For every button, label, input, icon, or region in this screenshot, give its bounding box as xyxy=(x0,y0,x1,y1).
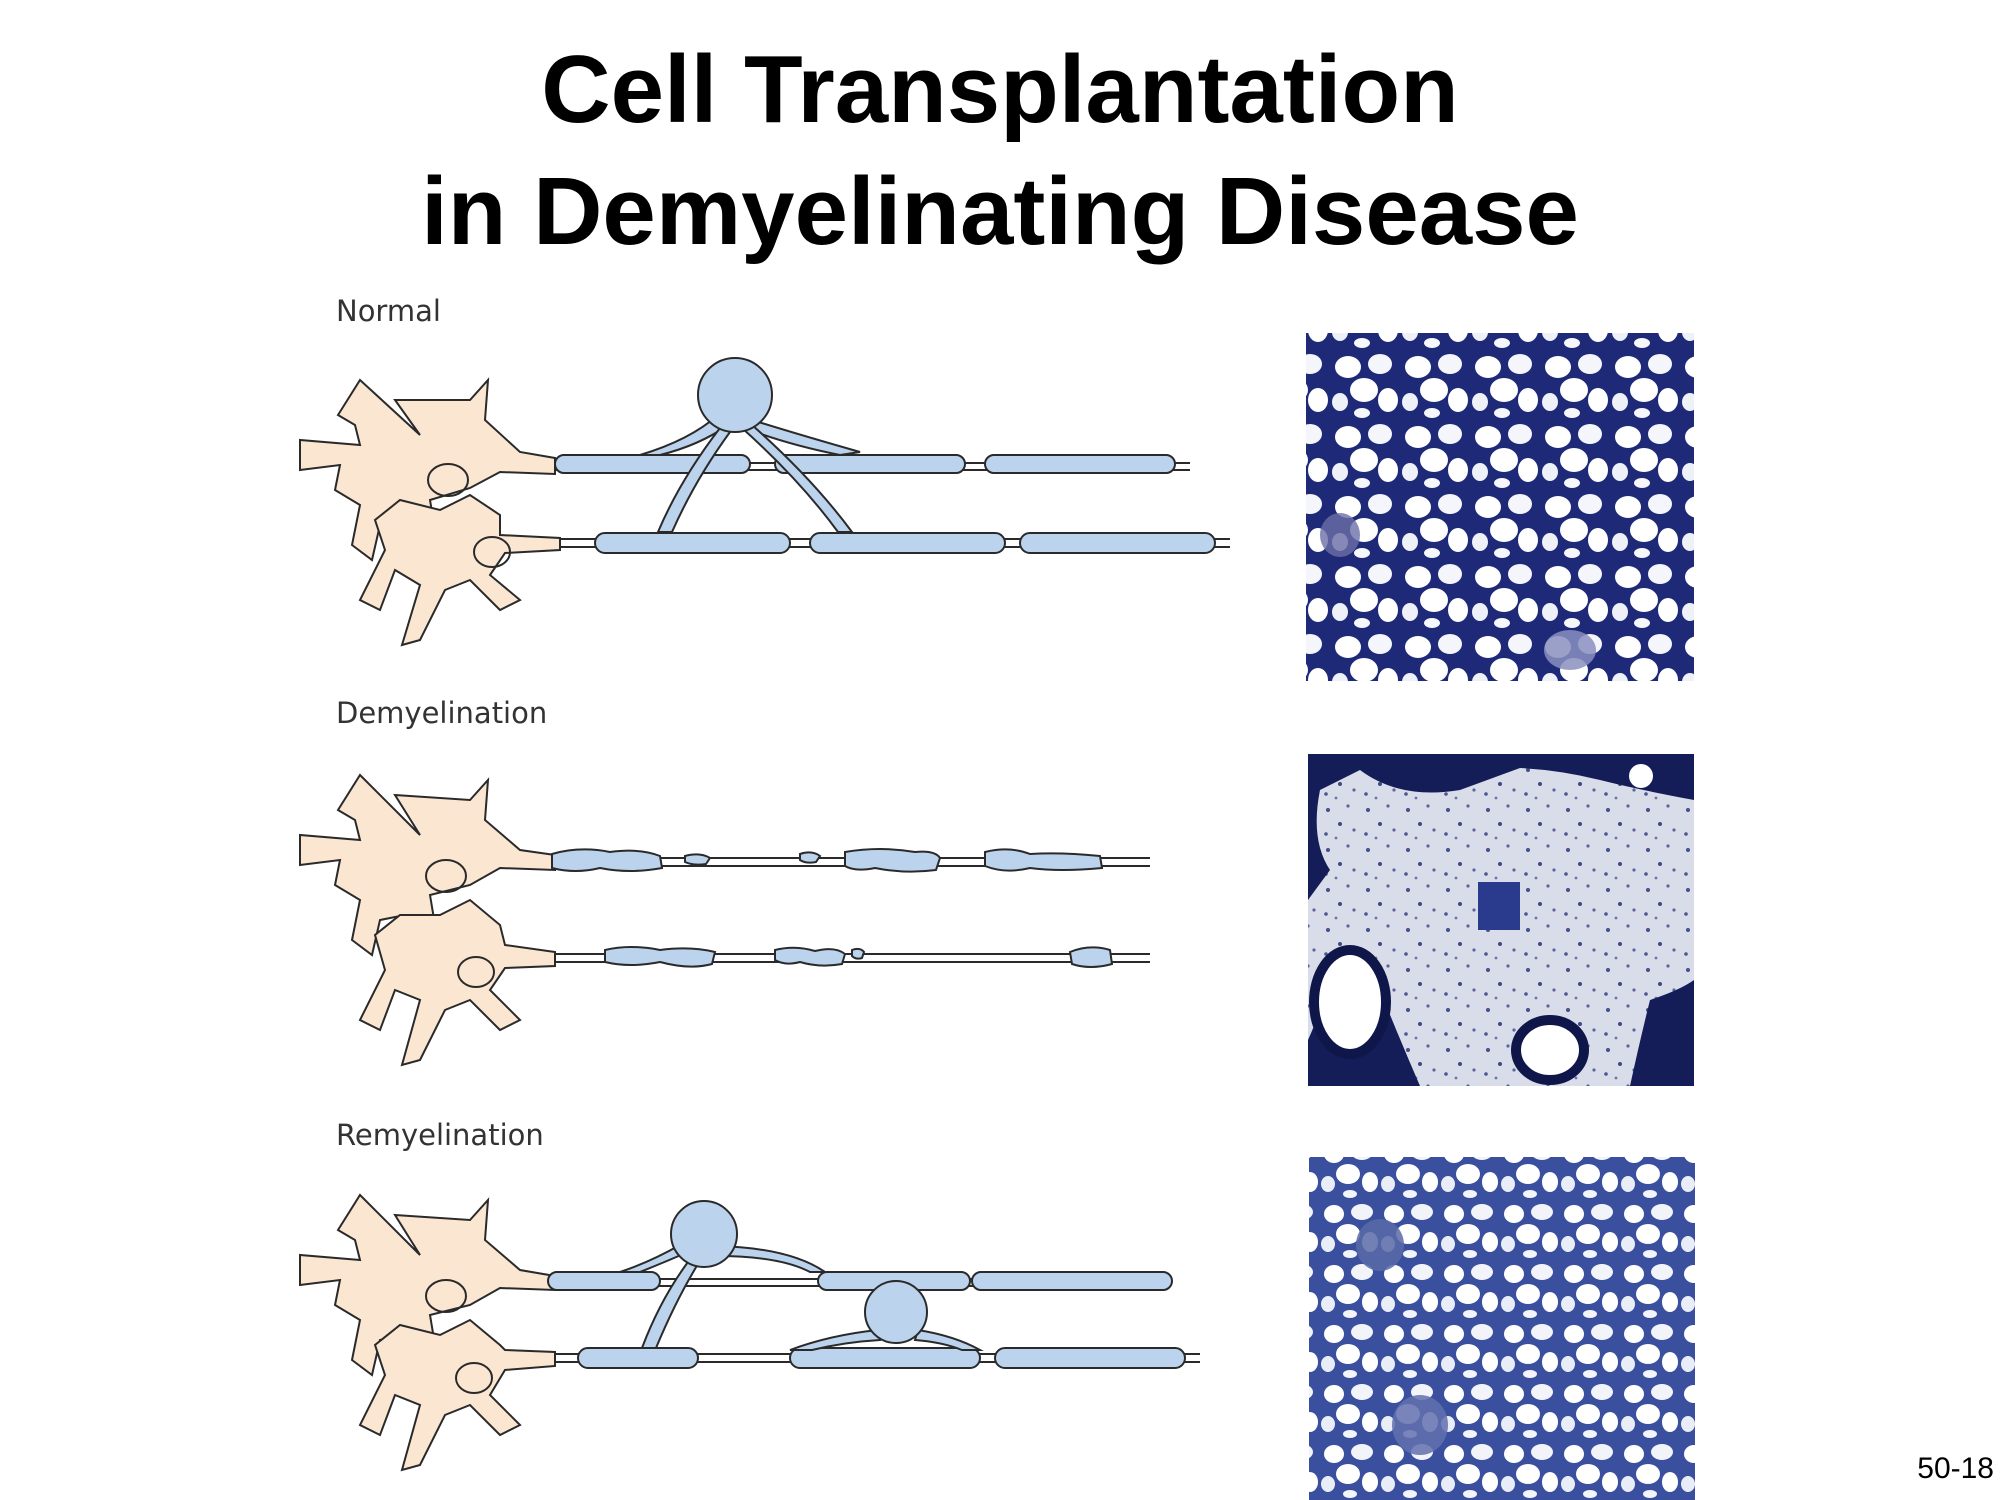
micrograph-remyelination xyxy=(1309,1157,1695,1500)
oligodendrocyte-cell-body xyxy=(697,357,773,433)
vacuole xyxy=(1629,764,1653,788)
myelin-fragment xyxy=(984,848,1104,872)
myelin-segment xyxy=(774,454,966,474)
neuron-body-lower xyxy=(358,1318,556,1472)
oligodendrocyte-cell-body xyxy=(670,1200,738,1268)
nucleus-upper xyxy=(425,1279,467,1313)
oligodendrocyte-process xyxy=(748,418,861,457)
myelin-fragment xyxy=(1068,946,1114,968)
myelin-segment xyxy=(789,1347,981,1369)
oligodendrocyte-cell-body xyxy=(864,1280,928,1344)
myelin-segment xyxy=(994,1347,1186,1369)
myelin-fragment xyxy=(799,851,822,864)
vacuole xyxy=(1309,945,1391,1059)
label-remyelination: Remyelination xyxy=(336,1118,544,1152)
myelin-segment xyxy=(554,454,751,474)
oligodendrocyte-process xyxy=(714,1244,829,1273)
nucleus-upper xyxy=(427,463,469,497)
demyelination-diagram xyxy=(299,773,1150,1067)
slide-title-line-2: in Demyelinating Disease xyxy=(421,158,1579,265)
vacuole xyxy=(1511,1015,1589,1085)
neuron-body-lower xyxy=(358,493,561,647)
myelin-segment xyxy=(809,532,1006,554)
myelin-segment xyxy=(1019,532,1216,554)
remyelination-diagram xyxy=(299,1193,1200,1472)
oligodendrocyte-process xyxy=(619,1243,690,1273)
cell-nucleus xyxy=(1320,513,1360,557)
nucleus-lower xyxy=(455,1362,493,1394)
myelin-fragment xyxy=(844,848,942,873)
stain-region xyxy=(1308,754,1694,900)
oligodendrocyte-process xyxy=(640,1260,700,1349)
myelin-segment xyxy=(577,1347,699,1369)
micrograph-normal xyxy=(1306,333,1694,681)
neuron-body-lower xyxy=(358,898,556,1067)
label-demyelination: Demyelination xyxy=(336,696,548,730)
stain-region xyxy=(1630,980,1694,1086)
myelin-fragment xyxy=(551,848,664,872)
oligodendrocyte-process xyxy=(789,1328,882,1351)
micrograph-demyelination xyxy=(1308,754,1694,1086)
myelin-segment xyxy=(984,454,1176,474)
cell-nucleus xyxy=(1356,1219,1404,1271)
stain-region xyxy=(1478,882,1520,930)
nucleus-upper xyxy=(425,859,467,893)
myelin-segment xyxy=(971,1271,1173,1291)
nucleus-lower xyxy=(457,956,495,988)
oligodendrocyte-process xyxy=(740,423,854,533)
cell-nucleus xyxy=(1544,630,1596,670)
oligodendrocyte-process xyxy=(913,1328,984,1351)
normal-diagram xyxy=(299,357,1230,647)
nucleus-lower xyxy=(473,536,511,568)
slide-number: 50-18 xyxy=(1917,1452,1994,1485)
myelin-fragment xyxy=(684,853,712,866)
slide-title-line-1: Cell Transplantation xyxy=(541,36,1459,143)
myelin-fragment xyxy=(851,947,866,960)
oligodendrocyte-process xyxy=(656,426,732,533)
cell-nucleus xyxy=(1392,1395,1448,1455)
oligodendrocyte-process xyxy=(639,413,730,456)
myelin-fragment xyxy=(774,946,847,967)
myelin-segment xyxy=(594,532,791,554)
label-normal: Normal xyxy=(336,294,441,328)
myelin-segment xyxy=(547,1271,661,1291)
myelin-fragment xyxy=(604,946,717,968)
